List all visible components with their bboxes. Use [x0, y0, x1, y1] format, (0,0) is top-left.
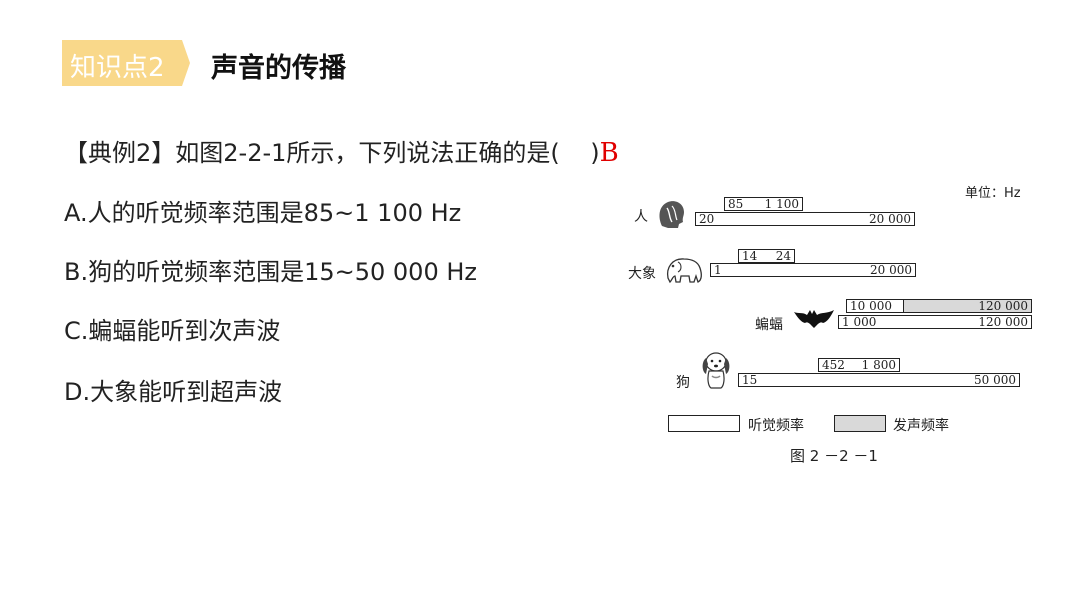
- question-stem: 【典例2】如图2-2-1所示，下列说法正确的是( )B: [64, 133, 619, 168]
- elephant-hearing-max: 20 000: [870, 263, 912, 277]
- dog-hearing-min: 15: [742, 373, 758, 387]
- answer-mark: B: [599, 138, 619, 168]
- human-emit-max: 1 100: [764, 197, 799, 211]
- human-head-icon: [659, 201, 684, 228]
- dog-emit-max: 1 800: [861, 358, 896, 372]
- legend-hearing-label: 听觉频率: [748, 418, 804, 434]
- unit-label: 单位：Hz: [965, 186, 1021, 201]
- question-stem-text: 【典例2】如图2-2-1所示，下列说法正确的是( ): [64, 139, 600, 167]
- elephant-hearing-min: 1: [714, 263, 722, 277]
- legend-emitting-label: 发声频率: [893, 418, 949, 434]
- bat-emit-fill: [903, 299, 1032, 313]
- dog-emit-bar: 452 1 800: [818, 358, 900, 372]
- human-hearing-max: 20 000: [869, 212, 911, 226]
- human-emit-min: 85: [728, 197, 744, 211]
- human-hearing-bar: 20 20 000: [695, 212, 915, 226]
- bat-emit-max: 120 000: [978, 299, 1028, 313]
- option-b: B.狗的听觉频率范围是15~50 000 Hz: [64, 258, 477, 286]
- bat-icon: [794, 310, 834, 328]
- bat-emit-min: 10 000: [850, 299, 892, 313]
- animal-label-dog: 狗: [676, 375, 690, 391]
- bat-hearing-max: 120 000: [978, 315, 1028, 329]
- dog-emit-min: 452: [822, 358, 845, 372]
- option-a: A.人的听觉频率范围是85~1 100 Hz: [64, 199, 462, 227]
- dog-hearing-bar: 15 50 000: [738, 373, 1020, 387]
- elephant-hearing-bar: 1 20 000: [710, 263, 916, 277]
- human-hearing-min: 20: [699, 212, 715, 226]
- section-tag-label: 知识点2: [70, 53, 165, 83]
- bat-hearing-bar: 1 000 120 000: [838, 315, 1032, 329]
- dog-hearing-max: 50 000: [974, 373, 1016, 387]
- elephant-emit-min: 14: [742, 249, 758, 263]
- section-tag: [62, 40, 190, 86]
- elephant-icon: [666, 258, 702, 284]
- animal-label-bat: 蝙蝠: [755, 317, 783, 333]
- animal-label-elephant: 大象: [628, 266, 656, 282]
- bat-emit-bar: 10 000 120 000: [846, 299, 1032, 313]
- section-title: 声音的传播: [211, 53, 346, 84]
- dog-icon: [702, 352, 730, 389]
- human-emit-bar: 85 1 100: [724, 197, 803, 211]
- legend-hearing-swatch: [668, 415, 740, 432]
- elephant-emit-bar: 14 24: [738, 249, 795, 263]
- figure-caption: 图 2 －2 －1: [790, 447, 878, 465]
- option-d: D.大象能听到超声波: [64, 378, 283, 406]
- animal-label-human: 人: [634, 209, 648, 225]
- bat-hearing-min: 1 000: [842, 315, 877, 329]
- legend-emitting-swatch: [834, 415, 886, 432]
- option-c: C.蝙蝠能听到次声波: [64, 317, 281, 345]
- elephant-emit-max: 24: [775, 249, 791, 263]
